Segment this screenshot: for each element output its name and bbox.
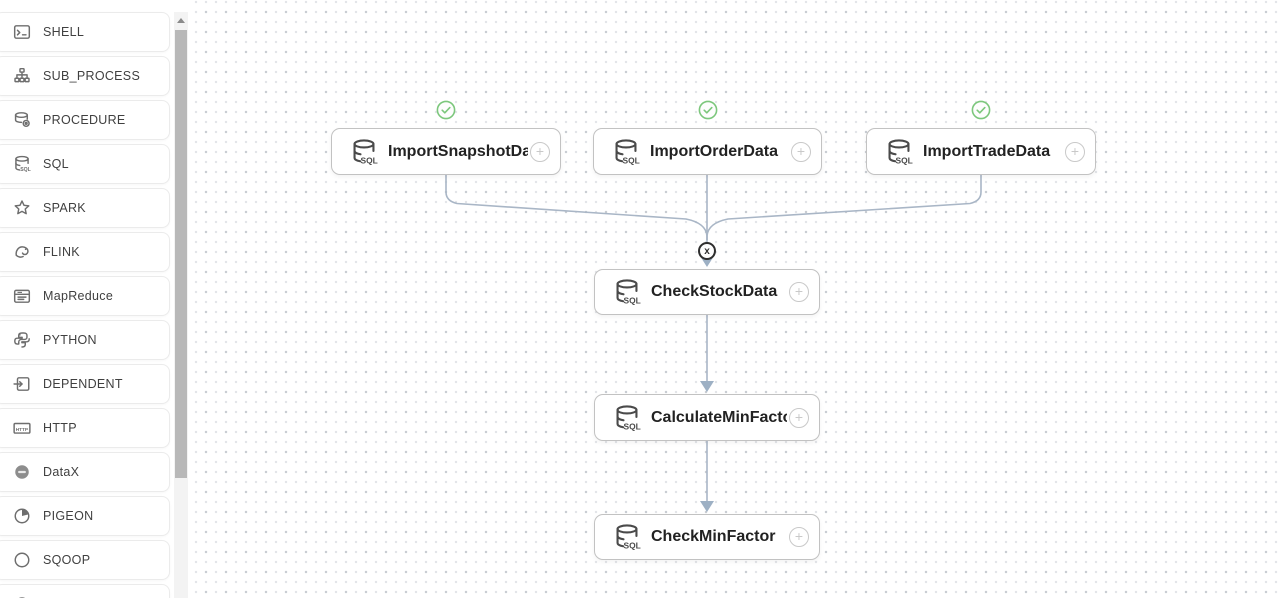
node-plus-icon[interactable]: +	[789, 407, 809, 428]
sidebar-item-label: PIGEON	[43, 509, 94, 523]
node-title: CheckMinFactor	[651, 528, 776, 545]
sql-task-icon: SQL	[350, 137, 378, 167]
node-title: ImportTradeData	[923, 142, 1051, 160]
sidebar-item-label: DEPENDENT	[43, 377, 123, 391]
task-type-sidebar: SHELL SUB_PROCESS PROCEDURE SQL SQL SPARK FLIN…	[0, 0, 190, 598]
dag-node-checkminfactor[interactable]: SQL CheckMinFactor +	[594, 514, 820, 560]
svg-text:SQL: SQL	[623, 155, 640, 165]
sidebar-item-label: SQL	[43, 157, 69, 171]
sidebar-item-label: MapReduce	[43, 289, 114, 303]
scrollbar-thumb[interactable]	[175, 30, 187, 478]
pigeon-icon	[13, 507, 31, 525]
success-check-icon	[698, 100, 718, 120]
sidebar-item-shell[interactable]: SHELL	[0, 12, 170, 52]
node-plus-icon[interactable]: +	[789, 527, 809, 547]
dag-node-calculateminfactor[interactable]: SQL CalculateMinFactor+	[594, 394, 820, 441]
dag-node-importtradedata[interactable]: SQL ImportTradeData +	[866, 128, 1096, 175]
flink-icon	[13, 243, 31, 261]
edge-importtradedata-to-checkstockdata[interactable]	[706, 175, 982, 240]
edge-arrowhead-icon	[700, 381, 714, 392]
task-type-list: SHELL SUB_PROCESS PROCEDURE SQL SQL SPARK FLIN…	[0, 12, 170, 598]
dag-node-checkstockdata[interactable]: SQL CheckStockData +	[594, 269, 820, 315]
sql-task-icon: SQL	[613, 277, 641, 307]
scrollbar-up-arrow-icon[interactable]	[174, 12, 188, 28]
sidebar-item-pigeon[interactable]: PIGEON	[0, 496, 170, 536]
sidebar-item-sqoop[interactable]: SQOOP	[0, 540, 170, 580]
node-plus-icon[interactable]: +	[530, 141, 550, 162]
sidebar-item-label: SUB_PROCESS	[43, 69, 141, 83]
sidebar-item-sub_process[interactable]: SUB_PROCESS	[0, 56, 170, 96]
sidebar-item-label: PROCEDURE	[43, 113, 126, 127]
sidebar-item-datax[interactable]: DataX	[0, 452, 170, 492]
sidebar-item-label: SHELL	[43, 25, 85, 39]
sql-task-icon: SQL	[613, 403, 641, 433]
svg-text:SQL: SQL	[896, 155, 913, 165]
sidebar-item-procedure[interactable]: PROCEDURE	[0, 100, 170, 140]
datax-icon	[13, 463, 31, 481]
http-icon: HTTP	[13, 419, 31, 437]
node-title: ImportOrderData	[650, 142, 779, 160]
sql-task-icon: SQL	[613, 522, 641, 552]
sidebar-scrollbar[interactable]	[174, 12, 188, 598]
sidebar-item-label: SPARK	[43, 201, 86, 215]
sidebar-item-dependent[interactable]: DEPENDENT	[0, 364, 170, 404]
svg-text:SQL: SQL	[361, 155, 378, 165]
node-plus-icon[interactable]: +	[1065, 141, 1085, 162]
sql-task-icon: SQL	[612, 137, 640, 167]
dependent-icon	[13, 375, 31, 393]
svg-text:HTTP: HTTP	[16, 427, 28, 433]
sidebar-item-mapreduce[interactable]: MapReduce	[0, 276, 170, 316]
sidebar-item-python[interactable]: PYTHON	[0, 320, 170, 360]
sidebar-item-label: SQOOP	[43, 553, 91, 567]
sidebar-item-label: PYTHON	[43, 333, 97, 347]
node-title: CheckStockData	[651, 283, 778, 300]
edge-disconnect-icon[interactable]: x	[698, 242, 716, 260]
dag-node-importsnapshotdat[interactable]: SQL ImportSnapshotDat+	[331, 128, 561, 175]
sidebar-item-label: DataX	[43, 465, 80, 479]
sidebar-item-spark[interactable]: SPARK	[0, 188, 170, 228]
mapreduce-icon	[13, 287, 31, 305]
spark-icon	[13, 199, 31, 217]
svg-text:SQL: SQL	[20, 167, 31, 173]
node-title: CalculateMinFactor	[651, 408, 787, 426]
success-check-icon	[971, 100, 991, 120]
python-icon	[13, 331, 31, 349]
sqoop-icon	[13, 551, 31, 569]
node-plus-icon[interactable]: +	[789, 282, 809, 302]
sql-icon: SQL	[13, 155, 31, 173]
sql-task-icon: SQL	[885, 137, 913, 167]
sidebar-item-sql[interactable]: SQL SQL	[0, 144, 170, 184]
dag-node-importorderdata[interactable]: SQL ImportOrderData +	[593, 128, 822, 175]
edge-importsnapshotdat-to-checkstockdata[interactable]	[445, 175, 708, 240]
sidebar-item-partial[interactable]	[0, 584, 170, 598]
sidebar-item-label: FLINK	[43, 245, 80, 259]
subprocess-icon	[13, 67, 31, 85]
svg-text:SQL: SQL	[624, 296, 641, 306]
node-title: ImportSnapshotDat	[388, 142, 528, 160]
sidebar-item-flink[interactable]: FLINK	[0, 232, 170, 272]
svg-text:SQL: SQL	[624, 541, 641, 551]
svg-text:SQL: SQL	[624, 421, 641, 431]
node-plus-icon[interactable]: +	[791, 141, 811, 162]
sidebar-item-http[interactable]: HTTP HTTP	[0, 408, 170, 448]
procedure-icon	[13, 111, 31, 129]
sidebar-item-label: HTTP	[43, 421, 77, 435]
edge-arrowhead-icon	[700, 501, 714, 512]
shell-icon	[13, 23, 31, 41]
success-check-icon	[436, 100, 456, 120]
